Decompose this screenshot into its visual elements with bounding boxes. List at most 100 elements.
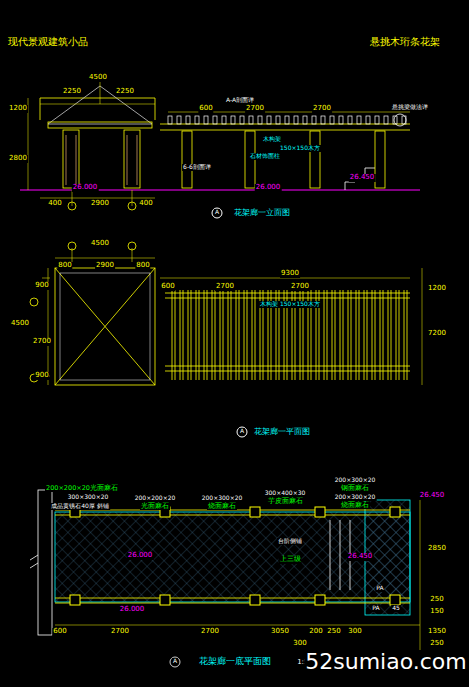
column bbox=[160, 595, 170, 605]
annotation: 上三级 bbox=[279, 556, 302, 564]
annotation: 26.000 bbox=[127, 552, 154, 560]
annotation: 800 bbox=[57, 262, 72, 270]
annotation: 45 bbox=[391, 605, 401, 612]
column bbox=[249, 116, 253, 124]
stroke bbox=[391, 290, 392, 380]
annotation: 4500 bbox=[90, 240, 110, 248]
stroke bbox=[372, 290, 373, 380]
stroke bbox=[220, 290, 221, 380]
annotation: 400 bbox=[138, 200, 153, 208]
stroke bbox=[359, 290, 360, 380]
annotation: 200×300×20 bbox=[334, 494, 377, 501]
annotation: 200×300×20 bbox=[201, 495, 244, 502]
annotation: 3050 bbox=[270, 628, 290, 636]
annotation: PA bbox=[371, 605, 380, 612]
view-title: 悬挑木珩条花架 bbox=[369, 36, 441, 47]
column bbox=[177, 116, 181, 124]
annotation: 150 bbox=[429, 608, 444, 616]
annotation: 2700 bbox=[200, 628, 220, 636]
annotation: 900 bbox=[34, 282, 49, 290]
annotation: 250 bbox=[429, 596, 444, 604]
stroke bbox=[327, 290, 328, 380]
stroke bbox=[172, 290, 173, 380]
annotation: 2700 bbox=[312, 105, 332, 113]
annotation: PA bbox=[375, 585, 384, 592]
stroke bbox=[236, 290, 237, 380]
annotation: A bbox=[214, 209, 220, 216]
stroke bbox=[215, 290, 216, 380]
annotation: 2900 bbox=[95, 262, 115, 270]
stroke bbox=[380, 290, 381, 380]
column bbox=[294, 116, 298, 124]
stroke bbox=[231, 290, 232, 380]
annotation: 7200 bbox=[427, 330, 447, 338]
annotation: 9300 bbox=[280, 270, 300, 278]
annotation: 1350 bbox=[427, 628, 447, 636]
stroke bbox=[388, 290, 389, 380]
stroke bbox=[196, 290, 197, 380]
annotation: 1200 bbox=[8, 105, 28, 113]
column bbox=[195, 116, 199, 124]
annotation: 木构架 bbox=[262, 136, 282, 143]
column bbox=[222, 116, 226, 124]
stroke bbox=[356, 290, 357, 380]
annotation: 26.450 bbox=[419, 492, 446, 500]
annotation: 光面麻石 bbox=[140, 503, 170, 510]
stroke bbox=[175, 290, 176, 380]
stroke bbox=[223, 290, 224, 380]
stroke bbox=[375, 290, 376, 380]
annotation: 2700 bbox=[110, 628, 130, 636]
stroke bbox=[207, 290, 208, 380]
stroke bbox=[399, 290, 400, 380]
stroke bbox=[383, 290, 384, 380]
column bbox=[240, 116, 244, 124]
stroke bbox=[324, 290, 325, 380]
column bbox=[348, 116, 352, 124]
annotation: A bbox=[172, 658, 178, 665]
stroke bbox=[367, 290, 368, 380]
stroke bbox=[204, 290, 205, 380]
column bbox=[315, 595, 325, 605]
annotation: 2700 bbox=[245, 105, 265, 113]
column bbox=[330, 116, 334, 124]
stroke bbox=[332, 290, 333, 380]
stroke bbox=[183, 290, 184, 380]
annotation: 200×200×20 bbox=[134, 495, 177, 502]
column bbox=[276, 116, 280, 124]
annotation: 250 bbox=[326, 628, 341, 636]
column bbox=[204, 116, 208, 124]
sheet-title: 现代景观建筑小品 bbox=[7, 36, 89, 47]
column bbox=[321, 116, 325, 124]
column bbox=[70, 595, 80, 605]
column bbox=[384, 116, 388, 124]
annotation: 4500 bbox=[10, 320, 30, 328]
annotation: 600 bbox=[52, 628, 67, 636]
annotation: 26.000 bbox=[72, 184, 99, 192]
column bbox=[267, 116, 271, 124]
column bbox=[213, 116, 217, 124]
annotation: 悬挑梁做法详 bbox=[391, 104, 429, 111]
column bbox=[315, 507, 325, 517]
stroke bbox=[239, 290, 240, 380]
annotation: 26.000 bbox=[255, 184, 282, 192]
annotation: 300 bbox=[347, 628, 362, 636]
stroke bbox=[396, 290, 397, 380]
annotation: 2700 bbox=[215, 283, 235, 291]
column bbox=[402, 116, 406, 124]
annotation: 6-6剖面详 bbox=[182, 164, 212, 171]
stroke bbox=[244, 290, 245, 380]
watermark: 52sumiao.com bbox=[304, 650, 467, 674]
annotation: 2800 bbox=[8, 155, 28, 163]
stroke bbox=[199, 290, 200, 380]
stroke bbox=[348, 290, 349, 380]
column bbox=[182, 131, 192, 188]
annotation: 26.450 bbox=[349, 174, 376, 182]
column bbox=[312, 116, 316, 124]
column bbox=[231, 116, 235, 124]
annotation: 300×400×30 bbox=[264, 490, 307, 497]
column bbox=[339, 116, 343, 124]
annotation: 300×300×20 bbox=[67, 494, 110, 501]
stroke bbox=[343, 290, 344, 380]
column bbox=[390, 507, 400, 517]
